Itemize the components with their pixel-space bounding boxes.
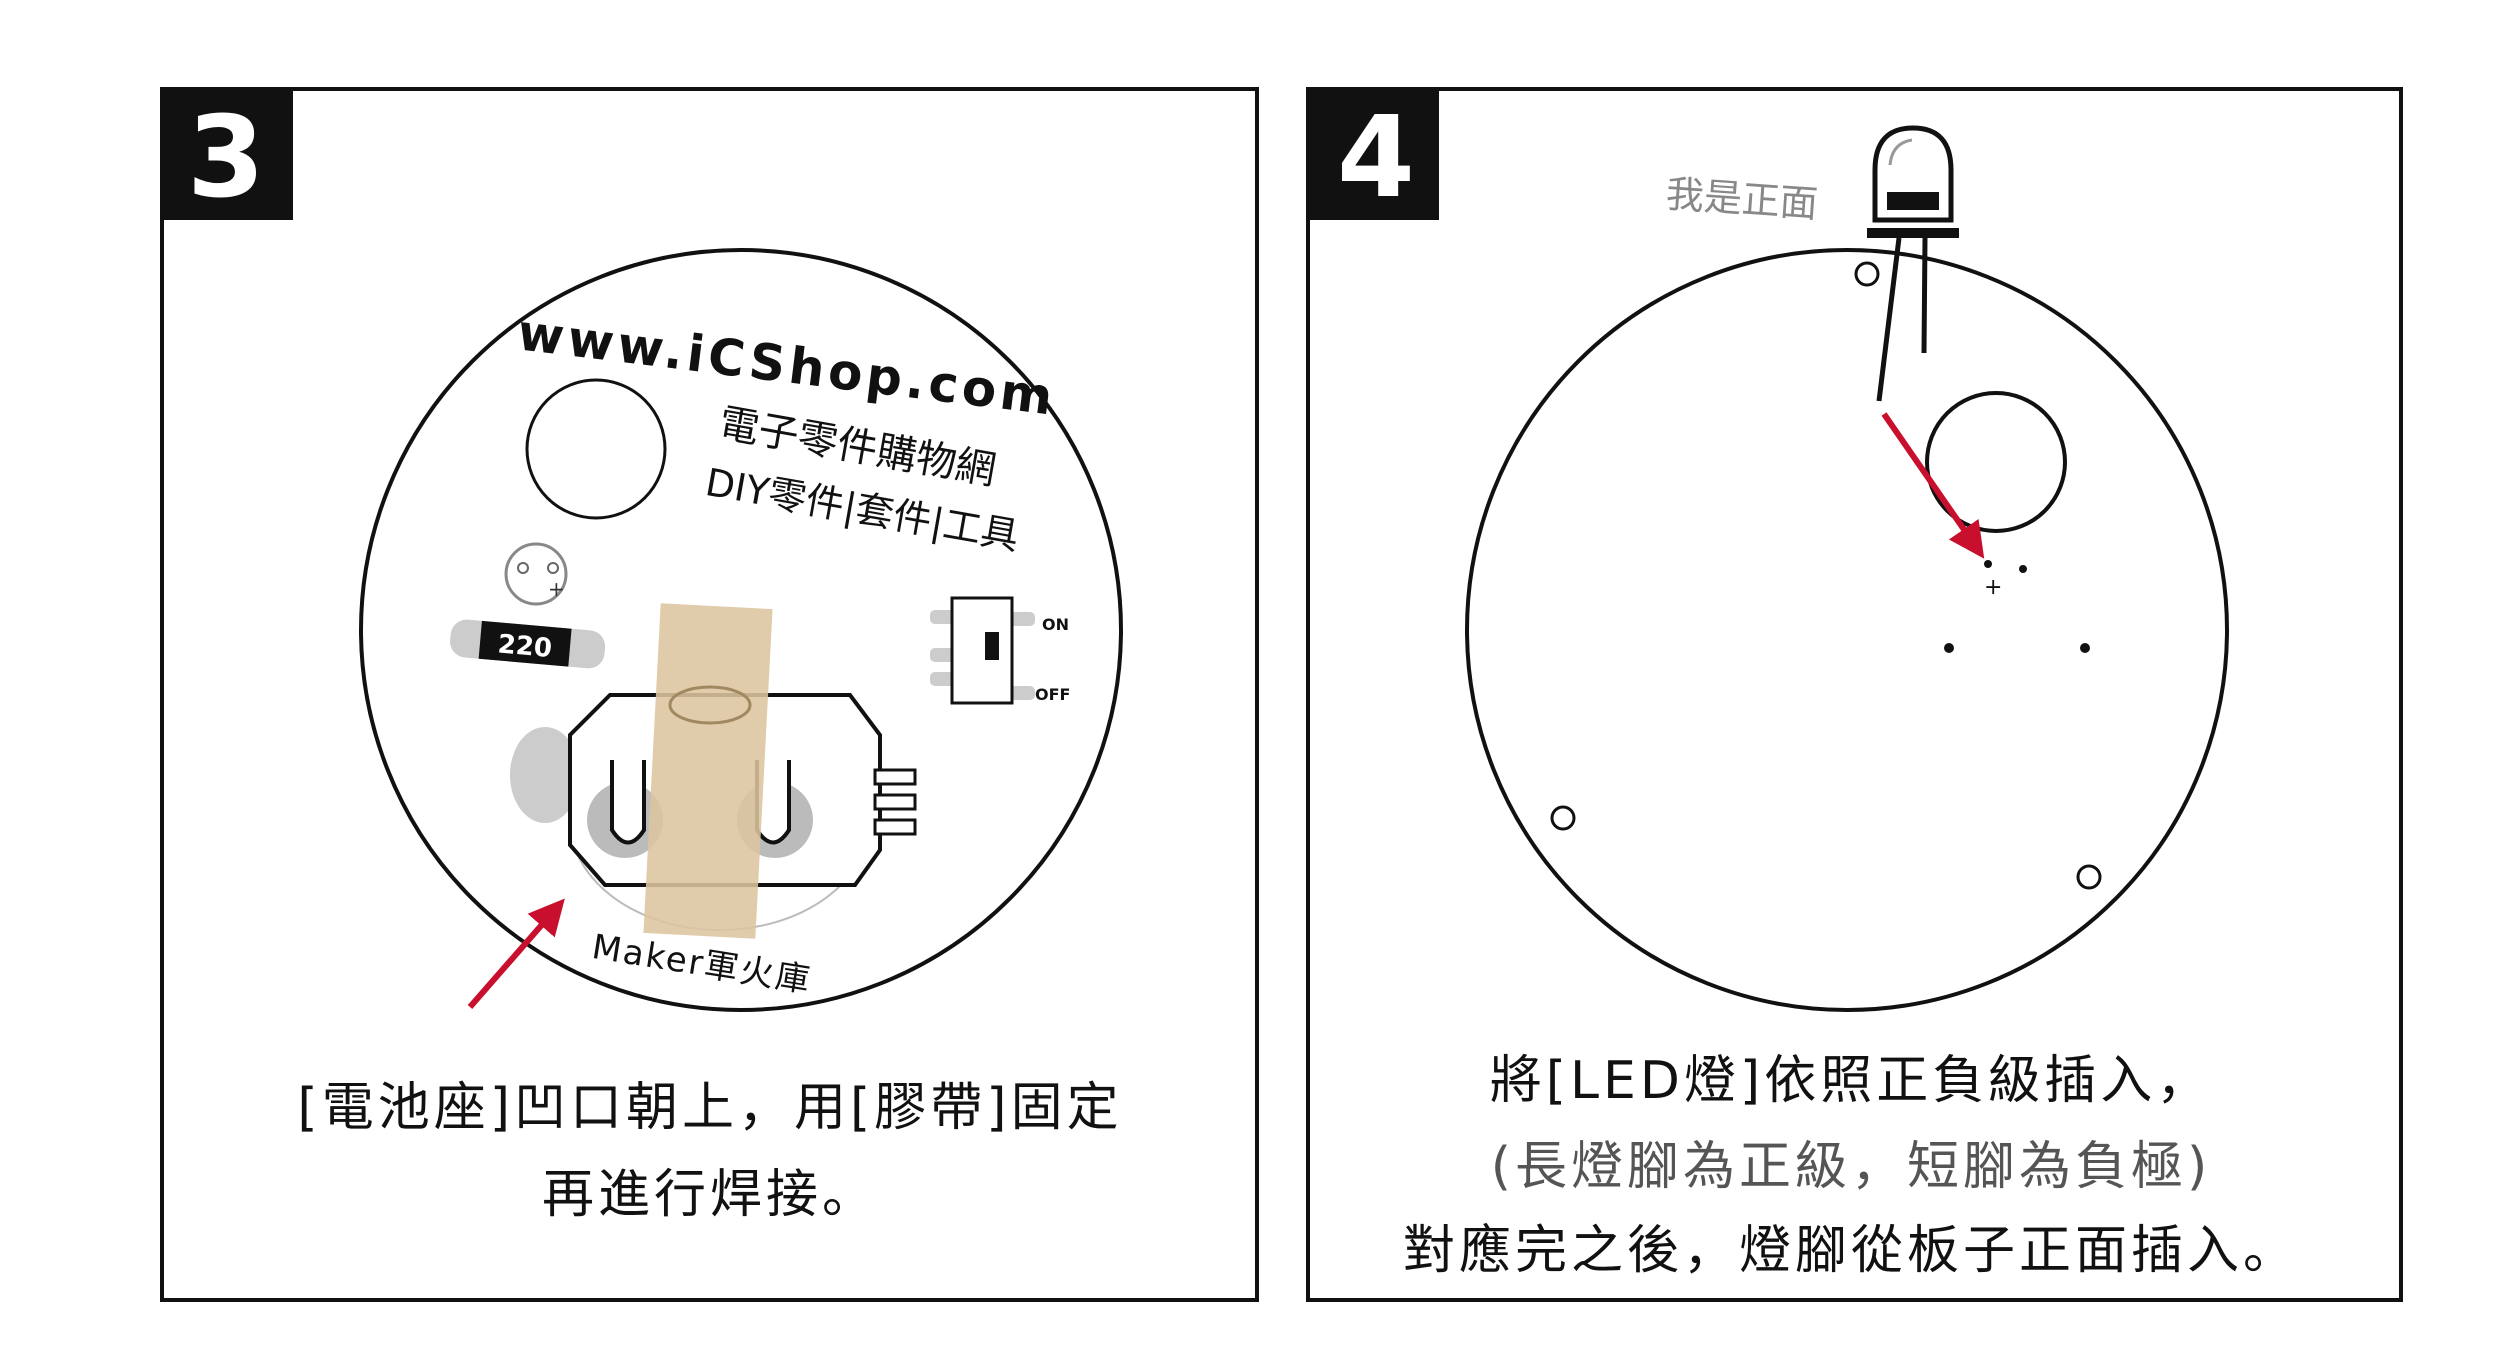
- mounting-hole: [525, 378, 667, 520]
- step-4-panel: 4 + 我是正面 將[LED燈]依照正負級插入， (長燈腳為正級，短腳為負極) …: [1306, 87, 2403, 1302]
- svg-text:+: +: [548, 577, 565, 601]
- slide-switch-icon: ON OFF: [930, 596, 1070, 705]
- svg-text:+: +: [1984, 575, 2002, 600]
- led-footprint-icon: +: [504, 542, 568, 606]
- step-3-panel: 3 www.iCShop.com 電子零件購物網 DIY零件|套件|工具 + 2…: [160, 87, 1259, 1302]
- pcb-disk-back: +: [1465, 248, 2229, 1012]
- tape-strip: [643, 603, 773, 939]
- step-4-caption-line-3: 對應完之後，燈腳從板子正面插入。: [1403, 1221, 2299, 1281]
- step-number-badge: [1306, 87, 1439, 220]
- arrow-icon: [467, 898, 565, 1009]
- arrow-icon: [1881, 412, 1985, 559]
- switch-off-label: OFF: [1035, 685, 1070, 704]
- step-3-caption-line-1: [電池座]凹口朝上，用[膠帶]固定: [297, 1078, 1122, 1138]
- step-number: 4: [1337, 93, 1415, 223]
- pcb-disk-front: www.iCShop.com 電子零件購物網 DIY零件|套件|工具 + 220: [359, 248, 1123, 1012]
- mounting-hole: [1925, 391, 2067, 533]
- led-front-label: 我是正面: [1665, 172, 1820, 226]
- step-number-badge: [160, 87, 293, 220]
- resistor-label: 220: [496, 629, 553, 664]
- step-4-caption-line-1: 將[LED燈]依照正負級插入，: [1490, 1051, 2212, 1111]
- resistor-icon: 220: [450, 619, 606, 669]
- switch-on-label: ON: [1042, 615, 1069, 634]
- step-3-caption-line-2: 再進行焊接。: [542, 1165, 878, 1225]
- step-4-caption-line-2: (長燈腳為正級，短腳為負極): [1491, 1137, 2212, 1197]
- led-icon: [1867, 125, 1959, 402]
- step-number: 3: [187, 93, 265, 223]
